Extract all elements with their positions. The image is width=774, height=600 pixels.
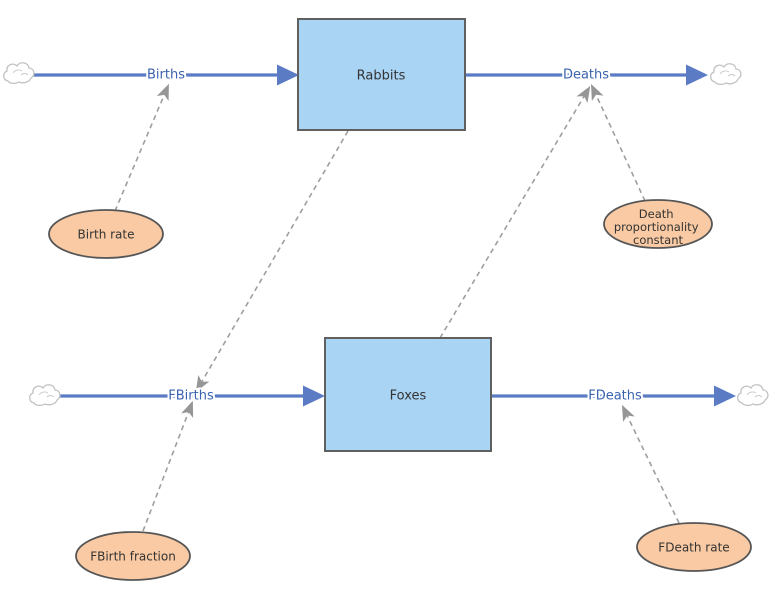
flow-births-label[interactable]: Births — [145, 66, 187, 85]
stock-rabbits-box[interactable] — [297, 18, 466, 131]
flow-fbirths-arrowhead-icon — [303, 385, 325, 407]
converter-birth-rate-label: Birth rate — [78, 228, 135, 242]
connector-fdeath-rate-to-fdeaths[interactable] — [621, 404, 680, 524]
connector-rabbits-to-fbirths[interactable] — [195, 130, 349, 393]
converter-fbirth-fraction[interactable]: FBirth fraction — [75, 531, 191, 581]
flow-deaths-arrowhead-icon — [686, 64, 708, 86]
converter-death-proportionality-constant-label: Death proportionality constant — [614, 207, 702, 247]
flow-births-arrowhead-icon — [277, 64, 299, 86]
flow-fdeaths-label[interactable]: FDeaths — [586, 387, 644, 406]
converter-fdeath-rate-label: FDeath rate — [658, 541, 729, 555]
connector-fbirth-fraction-to-fbirths[interactable] — [142, 400, 194, 532]
connector-birth-rate-to-births[interactable] — [114, 83, 169, 212]
converter-fdeath-rate-ellipse[interactable] — [636, 522, 752, 572]
flow-fdeaths[interactable]: FDeaths — [492, 385, 736, 407]
converter-fbirth-fraction-label: FBirth fraction — [90, 550, 176, 564]
flow-deaths-label[interactable]: Deaths — [561, 66, 611, 85]
fbirths-source-cloud-icon[interactable] — [29, 384, 61, 407]
converter-birth-rate-ellipse[interactable] — [48, 209, 164, 259]
connector-foxes-to-deaths[interactable] — [439, 85, 591, 339]
converter-death-proportionality-constant[interactable]: Death proportionality constant — [603, 199, 713, 249]
converter-death-proportionality-constant-ellipse[interactable] — [603, 199, 713, 249]
stock-foxes-box[interactable] — [324, 337, 492, 452]
stock-foxes[interactable]: Foxes — [324, 337, 492, 452]
connector-death-proportionality-constant-to-deaths[interactable] — [590, 83, 646, 202]
converter-birth-rate[interactable]: Birth rate — [48, 209, 164, 259]
stock-rabbits[interactable]: Rabbits — [297, 18, 466, 131]
converter-fbirth-fraction-ellipse[interactable] — [75, 531, 191, 581]
flow-fdeaths-arrowhead-icon — [714, 385, 736, 407]
flow-fbirths-label[interactable]: FBirths — [166, 387, 216, 406]
converter-fdeath-rate[interactable]: FDeath rate — [636, 522, 752, 572]
flow-births[interactable]: Births — [33, 64, 299, 86]
births-source-cloud-icon[interactable] — [3, 62, 35, 85]
stock-foxes-label: Foxes — [390, 389, 427, 404]
flow-deaths[interactable]: Deaths — [466, 64, 708, 86]
stock-rabbits-label: Rabbits — [357, 69, 406, 84]
deaths-sink-cloud-icon[interactable] — [710, 63, 742, 86]
flow-fbirths[interactable]: FBirths — [60, 385, 325, 407]
fdeaths-sink-cloud-icon[interactable] — [737, 384, 769, 407]
